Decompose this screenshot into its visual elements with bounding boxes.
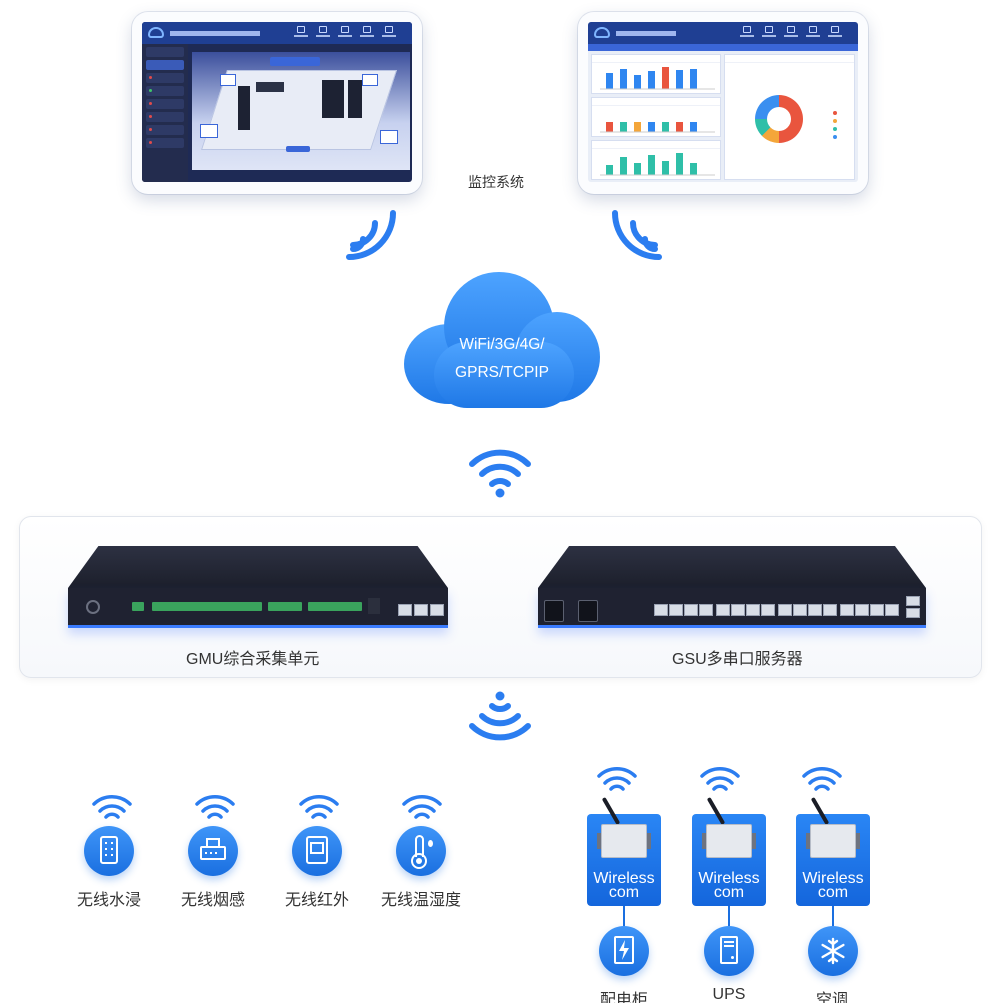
wireless-com-line1: Wireless: [593, 870, 655, 887]
antenna-icon: [601, 797, 621, 825]
infrared-sensor-icon: [292, 826, 342, 876]
wifi-signal-icon: [195, 795, 235, 819]
cloud-logo-icon: [148, 27, 164, 38]
thermometer-icon: [396, 826, 446, 876]
monitoring-system-caption: 监控系统: [468, 174, 524, 190]
wifi-signal-icon: [802, 767, 842, 791]
gmu-collector-unit: [68, 546, 448, 628]
wireless-com-line2: com: [713, 884, 745, 901]
wireless-com-line1: Wireless: [698, 870, 760, 887]
ups-icon: [704, 926, 754, 976]
smoke-detector-icon: [188, 826, 238, 876]
cloud-protocols-line2: GPRS/TCPIP: [455, 364, 549, 381]
wifi-signal-icon: [402, 795, 442, 819]
device-label: 配电柜: [599, 992, 648, 1003]
device-label: UPS: [712, 986, 746, 1003]
app-titlebar: [588, 22, 858, 44]
wifi-signal-icon: [346, 210, 396, 260]
network-cloud: [404, 272, 600, 408]
donut-chart: [755, 95, 803, 143]
antenna-icon: [810, 797, 830, 825]
power-button-icon: [86, 600, 100, 614]
mini-bar-chart: [600, 67, 715, 90]
wifi-signal-icon: [700, 767, 740, 791]
wifi-signal-icon: [299, 795, 339, 819]
mini-bar-chart: [600, 153, 715, 176]
wifi-signal-icon: [597, 767, 637, 791]
cloud-protocols-line1: WiFi/3G/4G/: [459, 336, 545, 353]
app-titlebar: [142, 22, 412, 44]
antenna-icon: [706, 797, 726, 825]
gsu-serial-server: [538, 546, 926, 628]
cloud-logo-icon: [594, 27, 610, 38]
floorplan-dashboard-screen: [142, 22, 412, 182]
sensor-label: 无线红外: [284, 892, 349, 909]
sensor-label: 无线温湿度: [380, 892, 461, 909]
wireless-com-line1: Wireless: [802, 870, 864, 887]
wireless-com-module: Wireless com: [796, 797, 870, 906]
bar-chart-panel-2: [591, 97, 721, 137]
wireless-com-line2: com: [817, 884, 849, 901]
room-floorplan-3d: [192, 52, 410, 170]
wifi-signal-icon: [469, 691, 531, 741]
wireless-com-module: Wireless com: [692, 797, 766, 906]
bar-chart-panel-3: [591, 140, 721, 180]
mini-bar-chart: [600, 122, 715, 133]
water-leak-sensor-icon: [84, 826, 134, 876]
snowflake-icon: [808, 926, 858, 976]
tablet-monitor-right: [578, 12, 868, 194]
gsu-label: GSU多串口服务器: [672, 651, 803, 668]
wifi-signal-icon: [469, 449, 531, 498]
wifi-signal-icon: [92, 795, 132, 819]
charts-dashboard-screen: [588, 22, 858, 182]
bar-chart-panel-1: [591, 54, 721, 94]
gmu-label: GMU综合采集单元: [186, 651, 320, 668]
tablet-monitor-left: [132, 12, 422, 194]
wifi-signal-icon: [612, 210, 662, 260]
dashboard-sidebar: [142, 44, 188, 182]
wireless-com-line2: com: [608, 884, 640, 901]
pie-chart-panel: [724, 54, 855, 180]
wireless-com-module: Wireless com: [587, 797, 661, 906]
sensor-label: 无线水浸: [76, 892, 141, 909]
power-cabinet-icon: [599, 926, 649, 976]
device-label: 空调: [815, 992, 848, 1003]
sensor-label: 无线烟感: [180, 892, 245, 909]
